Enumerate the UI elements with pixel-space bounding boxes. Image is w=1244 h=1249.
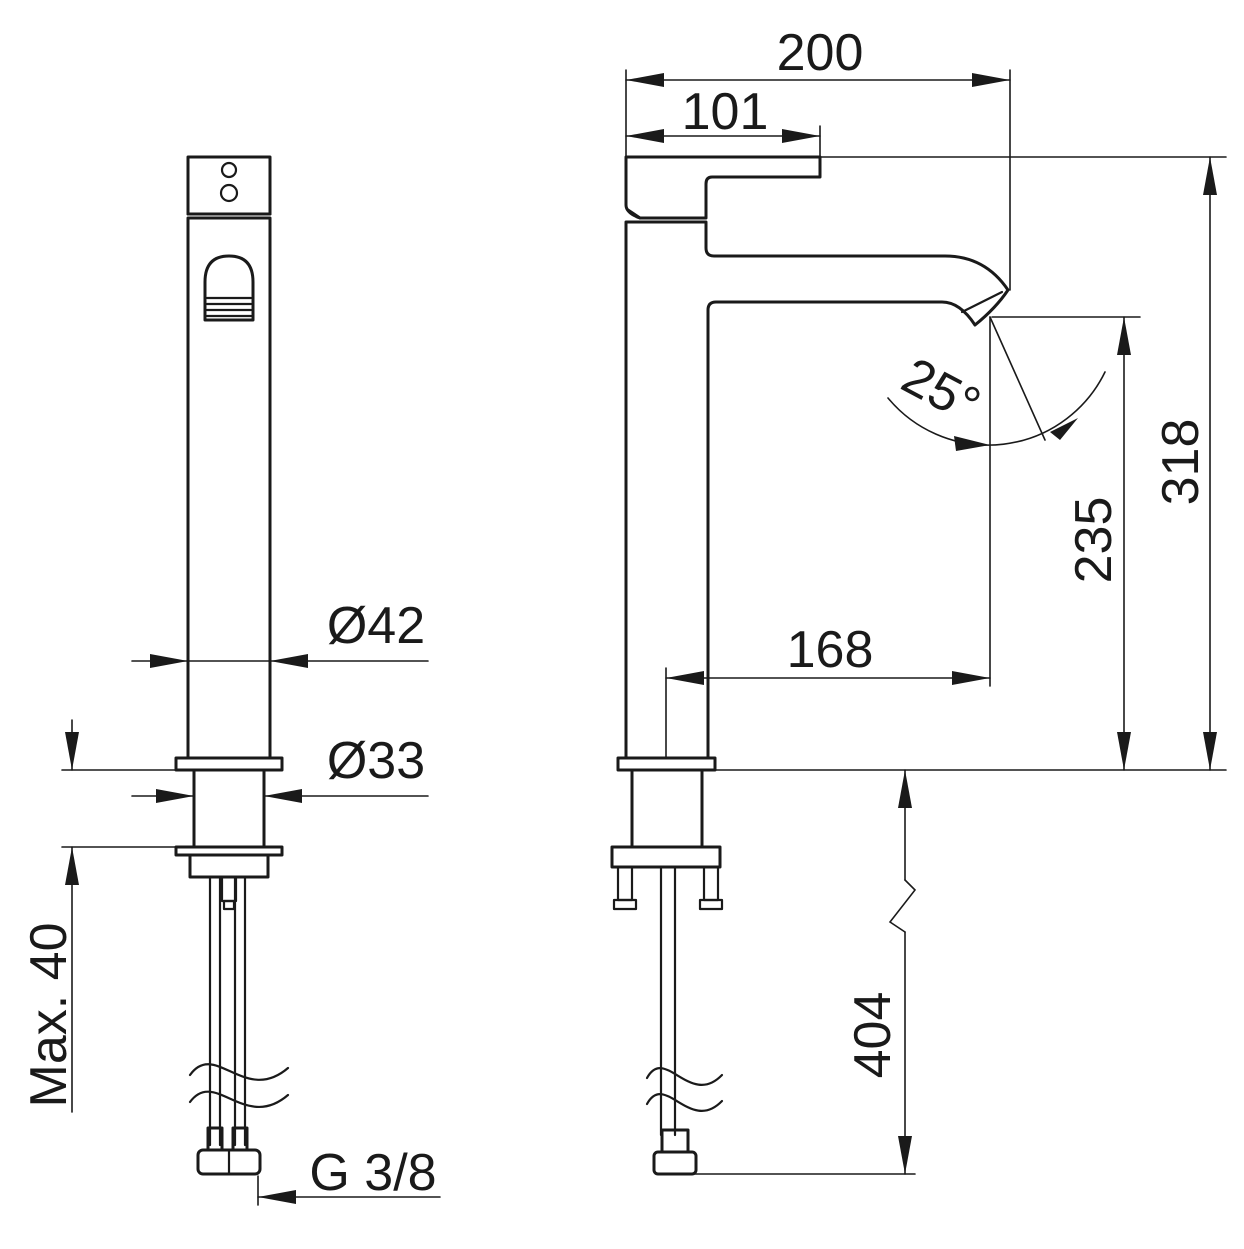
side-view — [174, 155, 290, 1176]
dim-318-label: 318 — [1152, 419, 1210, 506]
front-view — [610, 155, 1010, 1176]
dim-168-label: 168 — [787, 621, 874, 679]
dim-235-label: 235 — [1065, 497, 1123, 584]
dim-101-label: 101 — [682, 83, 769, 141]
dim-diameter-33-label: Ø33 — [327, 732, 425, 790]
dimension-lines — [61, 69, 1227, 1206]
max-40-label: Max. 40 — [20, 923, 78, 1108]
dim-200-label: 200 — [777, 24, 864, 82]
angle-25-label: 25° — [893, 347, 990, 435]
thread-size-label: G 3/8 — [309, 1144, 436, 1202]
dim-diameter-42-label: Ø42 — [327, 597, 425, 655]
dim-404-label: 404 — [844, 992, 902, 1079]
dimension-labels: 200 101 168 Ø42 Ø33 G 3/8 318 235 404 Ma… — [20, 24, 1210, 1202]
